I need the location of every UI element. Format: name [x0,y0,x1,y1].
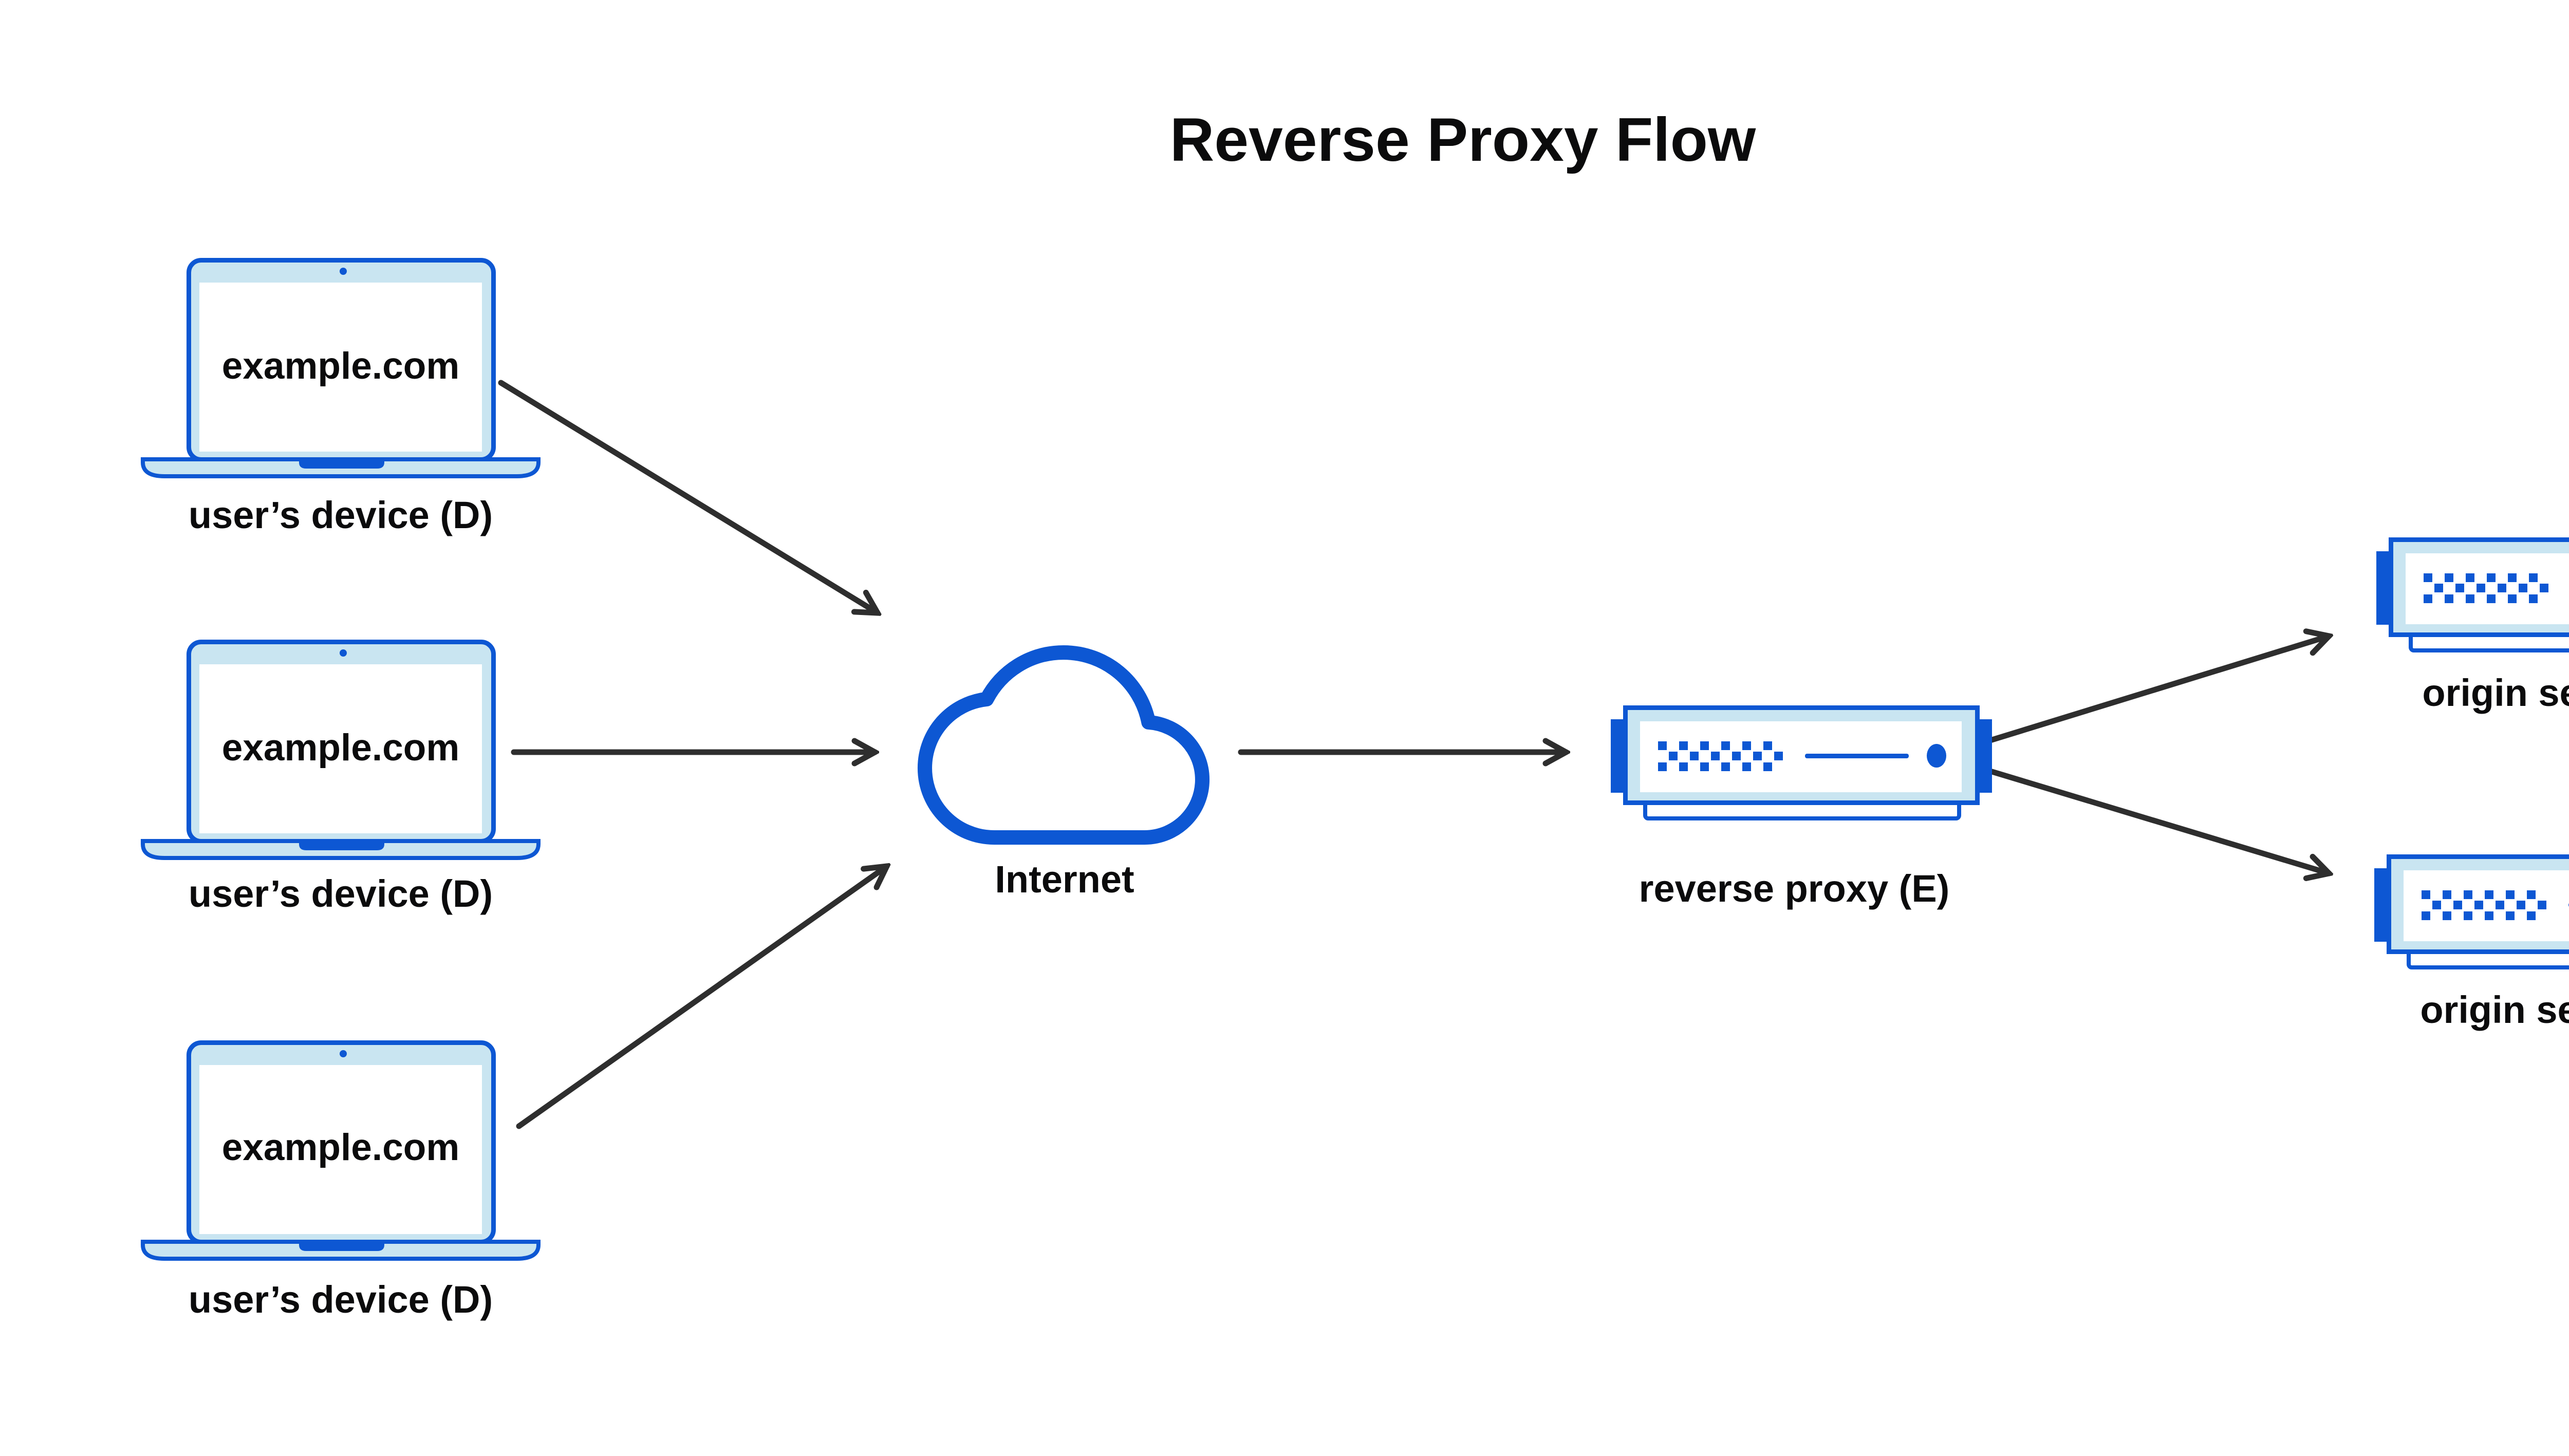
server-icon [2374,857,2569,968]
cloud-icon [917,645,1210,845]
reverse-proxy-label: reverse proxy (E) [1639,867,1950,910]
device-label: user’s device (D) [188,1278,493,1321]
origin-server-label: origin server (F) [2422,671,2569,714]
device-screen-url: example.com [221,345,460,387]
arrow-device3-to-internet [516,866,887,1129]
flow-arrows [498,380,2329,1129]
origin-server-label: origin server (F) [2420,988,2569,1031]
arrow-proxy-to-origin2 [1989,769,2329,873]
device-screen-url: example.com [221,1127,460,1168]
device-label: user’s device (D) [188,872,493,915]
device-screen-url: example.com [221,727,460,769]
server-icon [2376,540,2569,651]
arrow-device1-to-internet [498,380,878,613]
device-label: user’s device (D) [188,494,493,536]
arrow-proxy-to-origin1 [1989,636,2329,743]
internet-label: Internet [995,858,1134,901]
page-title: Reverse Proxy Flow [1169,105,1756,174]
server-icon [1611,708,1992,819]
